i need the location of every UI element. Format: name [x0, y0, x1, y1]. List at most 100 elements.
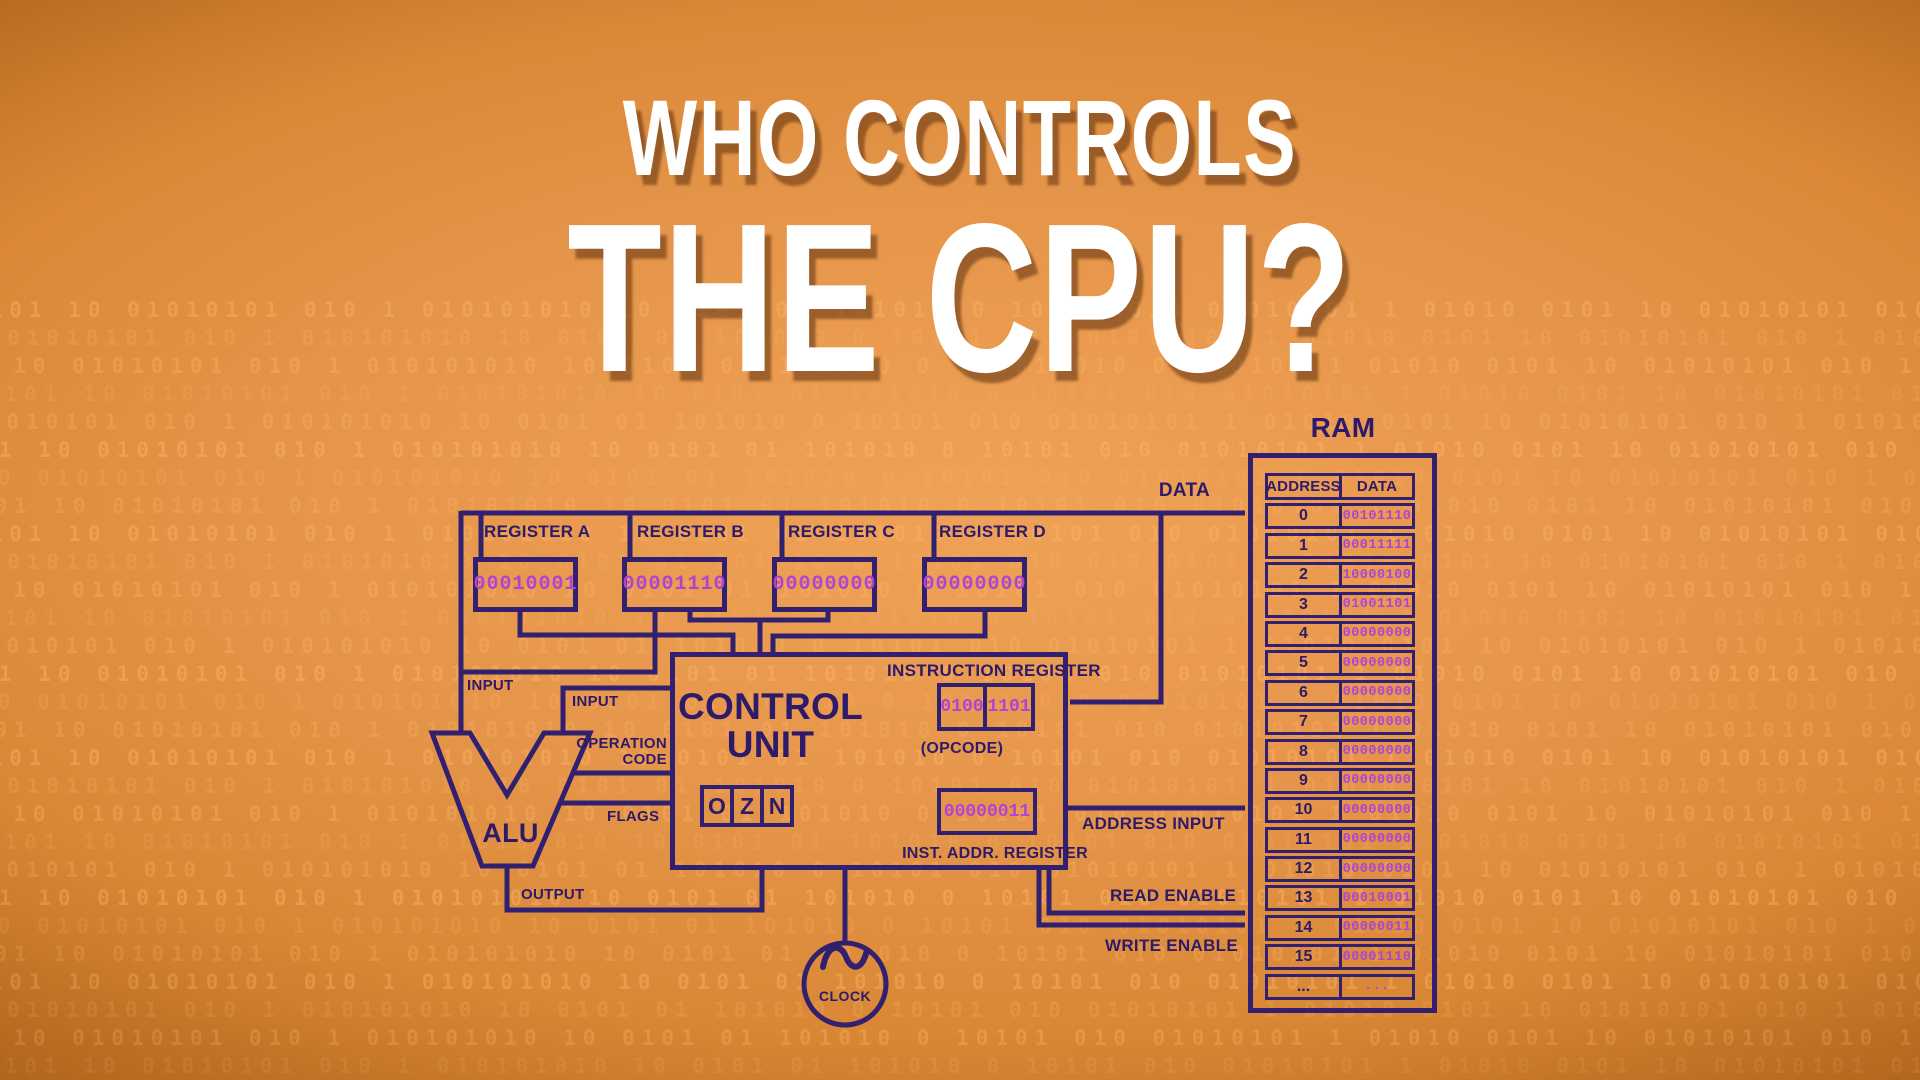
ram-data-cell: 00000000: [1339, 679, 1415, 706]
ram-data-cell: 00101110: [1339, 503, 1415, 530]
ram-data-cell: 00000000: [1339, 650, 1415, 677]
ram-data-cell: 00000000: [1339, 620, 1415, 647]
ram-data-cell: 00000000: [1339, 856, 1415, 883]
register-c-value-box: 00000000: [772, 557, 877, 612]
title-line-2-text: THE CPU?: [567, 179, 1353, 416]
operation-code-label-line1: OPERATION: [576, 735, 667, 752]
ram-address-cell: 10: [1265, 797, 1342, 824]
address-input-label: ADDRESS INPUT: [1082, 814, 1225, 833]
register-a-to-cu-line: [517, 610, 736, 654]
ram-address-cell: 6: [1265, 679, 1342, 706]
ram-data-cell: 10000100: [1339, 562, 1415, 589]
register-a-value-box: 00010001: [473, 557, 578, 612]
flag-o-cell: O: [700, 785, 734, 827]
ram-row: ......: [1265, 973, 1415, 1000]
ram-address-cell: 13: [1265, 885, 1342, 912]
inst-addr-register-box: 00000011: [937, 788, 1037, 835]
ram-data-cell: 00000000: [1339, 797, 1415, 824]
alu-input1-branch-line: [461, 610, 658, 675]
ram-address-cell: 7: [1265, 709, 1342, 736]
operation-code-label: OPERATION CODE: [555, 736, 667, 768]
ram-data-cell: 00000000: [1339, 767, 1415, 794]
ram-data-cell: 01001101: [1339, 591, 1415, 618]
ram-address-cell: 0: [1265, 503, 1342, 530]
register-b-value-box: 00001110: [622, 557, 727, 612]
alu-label: ALU: [482, 818, 539, 848]
data-bus-to-cu-drop: [1070, 515, 1164, 705]
register-d-value-box: 00000000: [922, 557, 1027, 612]
alu-input1-label: INPUT: [467, 677, 514, 694]
ram-title: RAM: [1310, 412, 1376, 443]
register-c-label: REGISTER C: [788, 522, 895, 541]
ram-data-cell: 00000000: [1339, 738, 1415, 765]
data-bus-label: DATA: [1158, 480, 1210, 501]
operation-code-label-line2: CODE: [622, 750, 667, 768]
ram-address-cell: 4: [1265, 620, 1342, 647]
ram-outer-box: [1248, 453, 1437, 1013]
ram-data-cell: 00011111: [1339, 532, 1415, 559]
ram-address-cell: 3: [1265, 591, 1342, 618]
ram-address-cell: 15: [1265, 944, 1342, 971]
control-unit-title: CONTROL UNIT: [678, 688, 863, 763]
opcode-label: (OPCODE): [920, 740, 1004, 757]
alu-input2-line: [560, 685, 672, 735]
output-label: OUTPUT: [521, 886, 585, 903]
instruction-register-opcode-field: 0100: [937, 683, 987, 731]
ram-address-cell: 14: [1265, 914, 1342, 941]
ram-address-cell: 2: [1265, 562, 1342, 589]
instruction-register-label: INSTRUCTION REGISTER: [887, 661, 1101, 680]
read-enable-line: [1046, 868, 1245, 916]
flag-z-cell: Z: [730, 785, 764, 827]
inst-addr-register-label: INST. ADDR. REGISTER: [902, 845, 1088, 862]
write-enable-line: [1036, 868, 1245, 928]
ram-data-cell: 00010001: [1339, 885, 1415, 912]
alu-v-shape: [428, 730, 594, 869]
ram-header-data: DATA: [1339, 473, 1415, 500]
register-b-label: REGISTER B: [637, 522, 744, 541]
ram-data-cell: 00000000: [1339, 709, 1415, 736]
title-line-2: THE CPU?: [0, 192, 1920, 404]
register-d-label: REGISTER D: [939, 522, 1046, 541]
ram-address-cell: 8: [1265, 738, 1342, 765]
ram-address-cell: 11: [1265, 826, 1342, 853]
control-unit-title-line1: CONTROL: [678, 686, 864, 727]
ram-address-cell: 5: [1265, 650, 1342, 677]
flag-n-cell: N: [760, 785, 794, 827]
ram-data-cell: ...: [1339, 973, 1415, 1000]
register-d-to-cu-line: [770, 610, 988, 654]
write-enable-label: WRITE ENABLE: [1105, 936, 1238, 955]
alu-input2-label: INPUT: [572, 693, 619, 710]
control-unit-box: [670, 652, 1068, 870]
alu-output-line: [504, 864, 765, 913]
ram-address-cell: 1: [1265, 532, 1342, 559]
clock-label: CLOCK: [818, 988, 872, 1004]
read-enable-label: READ ENABLE: [1110, 886, 1237, 905]
title-line-1: WHO CONTROLS: [0, 84, 1920, 192]
control-unit-title-line2: UNIT: [726, 723, 815, 765]
ram-address-cell: ...: [1265, 973, 1342, 1000]
ram-data-cell: 00001110: [1339, 944, 1415, 971]
ram-address-cell: 12: [1265, 856, 1342, 883]
ram-data-cell: 00000000: [1339, 826, 1415, 853]
sine-wave-icon: [820, 944, 870, 970]
title-line-1-text: WHO CONTROLS: [622, 77, 1298, 198]
